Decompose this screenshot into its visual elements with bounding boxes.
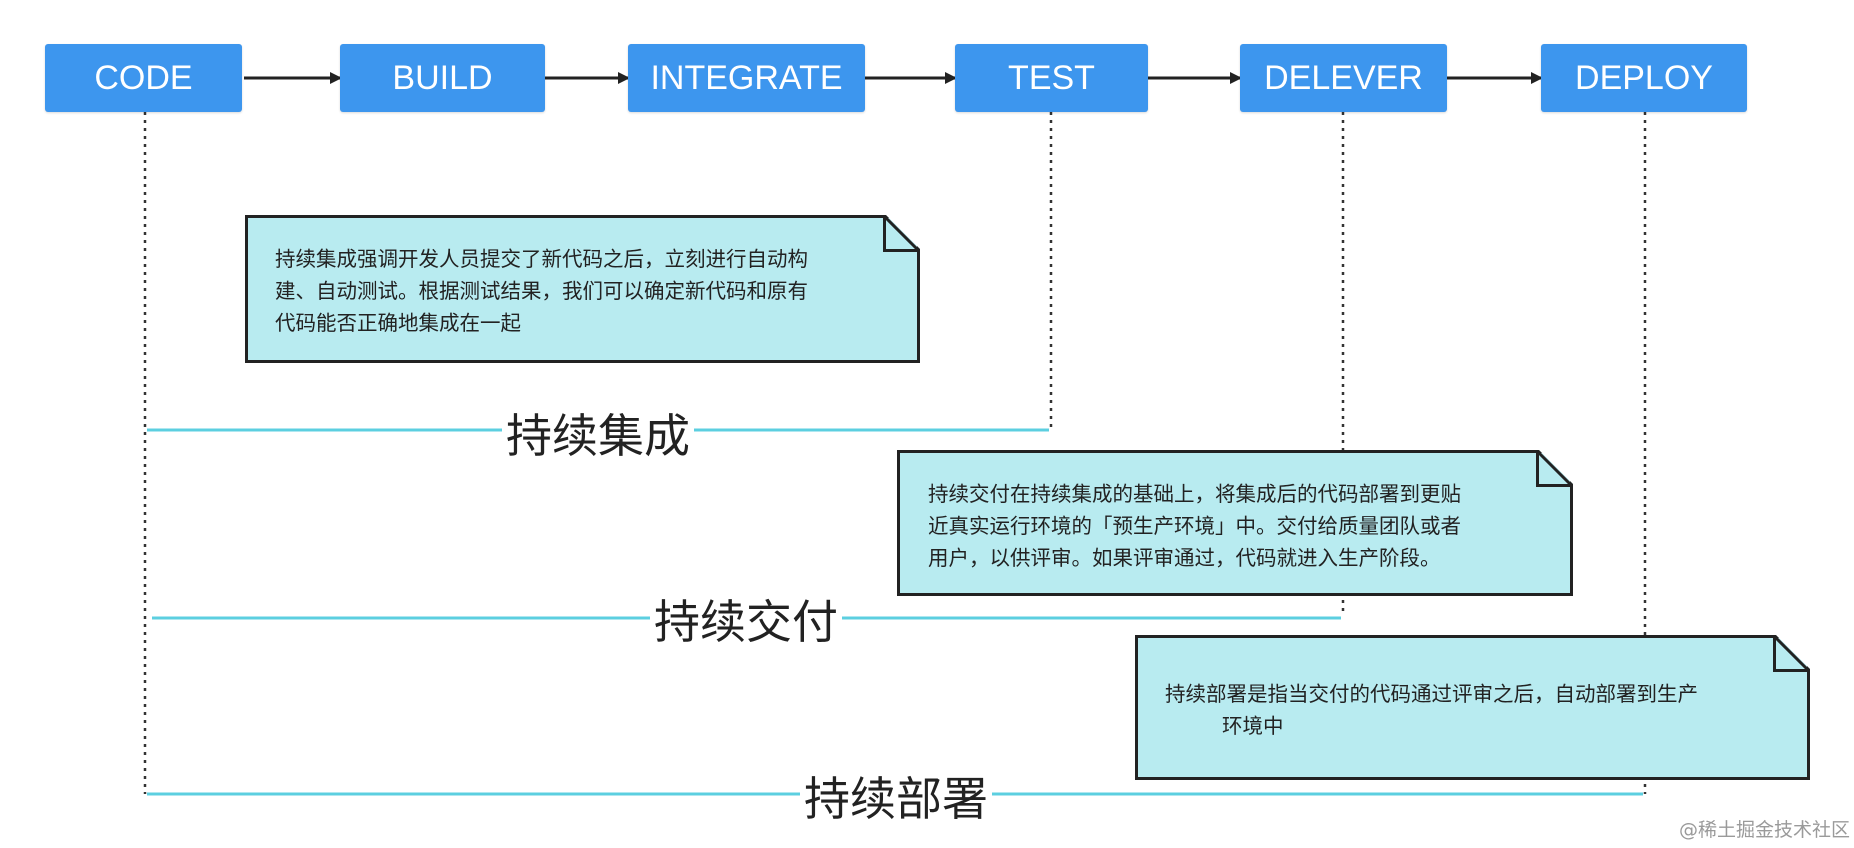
note-ci-line: 建、自动测试。根据测试结果，我们可以确定新代码和原有 [275,279,808,303]
watermark: @稀土掘金技术社区 [1678,819,1850,841]
stage-test: TEST [955,44,1148,112]
note-cdeploy-line: 持续部署是指当交付的代码通过评审之后，自动部署到生产 [1165,682,1698,706]
note-cdeploy-line: 环境中 [1222,714,1284,738]
note-cdelivery: 持续交付在持续集成的基础上，将集成后的代码部署到更贴 近真实运行环境的「预生产环… [897,450,1573,596]
phase-label-cdeploy: 持续部署 [800,771,992,827]
stage-deliver: DELEVER [1240,44,1447,112]
phase-label-cdelivery: 持续交付 [650,594,842,650]
note-ci-line: 持续集成强调开发人员提交了新代码之后，立刻进行自动构 [275,247,808,271]
note-cdelivery-line: 近真实运行环境的「预生产环境」中。交付给质量团队或者 [928,514,1461,538]
phase-label-ci: 持续集成 [502,408,694,464]
note-cdelivery-line: 持续交付在持续集成的基础上，将集成后的代码部署到更贴 [928,482,1461,506]
note-cdeploy: 持续部署是指当交付的代码通过评审之后，自动部署到生产 环境中 [1135,635,1810,780]
note-ci: 持续集成强调开发人员提交了新代码之后，立刻进行自动构 建、自动测试。根据测试结果… [245,215,920,363]
note-cdelivery-line: 用户，以供评审。如果评审通过，代码就进入生产阶段。 [928,546,1441,570]
note-ci-line: 代码能否正确地集成在一起 [275,311,521,335]
stage-integrate: INTEGRATE [628,44,865,112]
stage-deploy: DEPLOY [1541,44,1747,112]
stage-build: BUILD [340,44,545,112]
stage-code: CODE [45,44,242,112]
